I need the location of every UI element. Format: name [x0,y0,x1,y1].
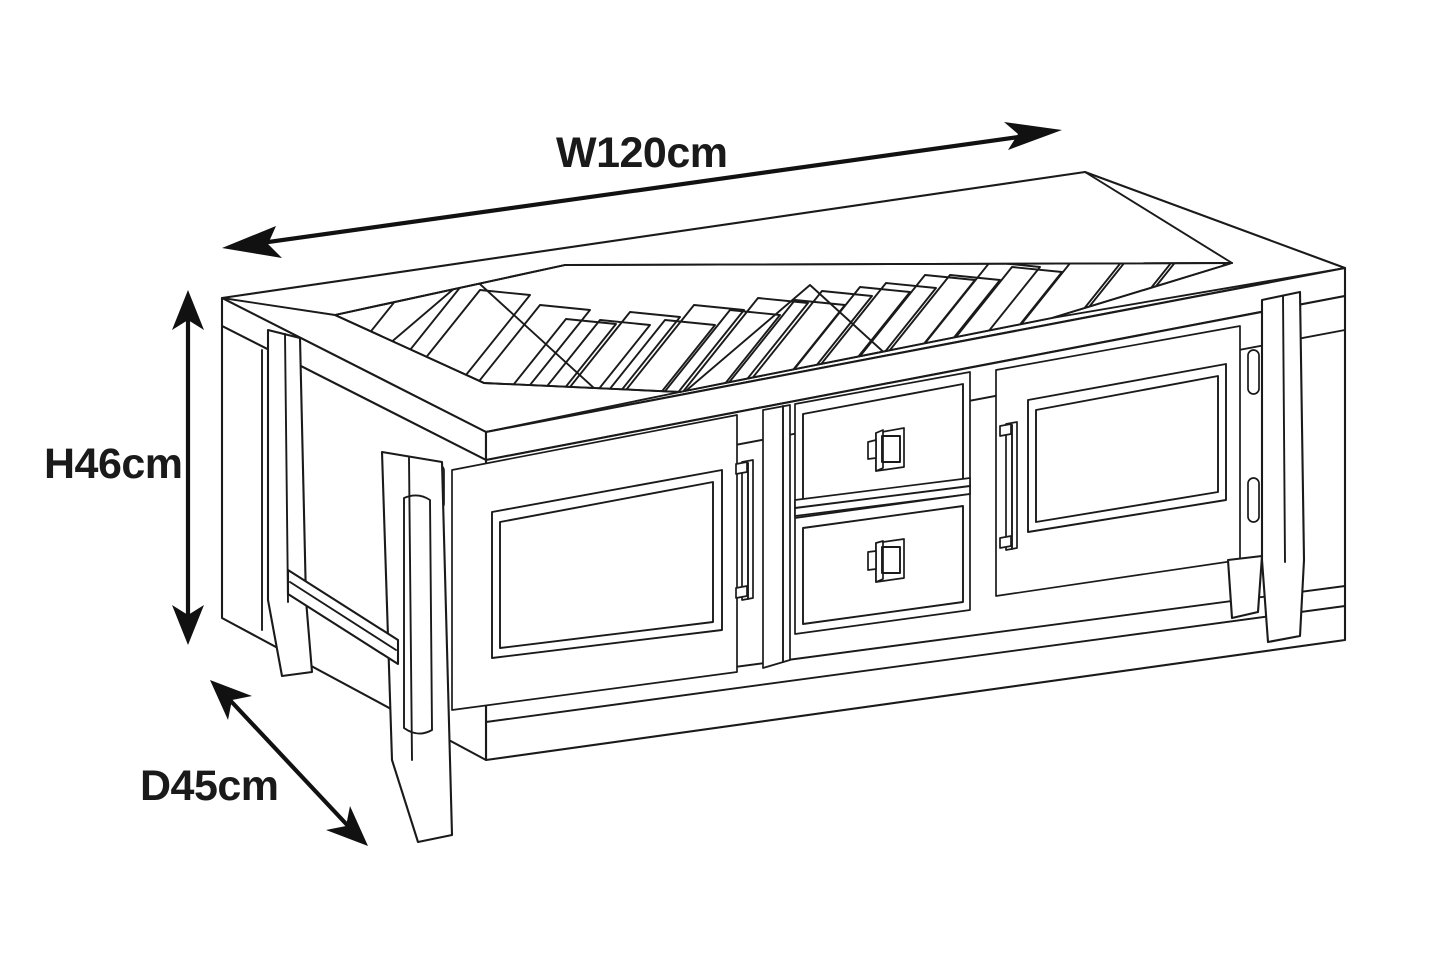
upper-drawer-knob[interactable] [867,427,905,472]
right-door-handle[interactable] [999,421,1018,551]
depth-arrow-lower [326,806,368,846]
depth-arrow-upper [210,680,252,720]
lower-drawer[interactable] [794,493,971,635]
height-dimension [172,290,204,645]
width-dimension-label: W120cm [556,129,727,177]
width-dimension [222,122,1062,258]
lower-drawer-knob[interactable] [867,538,905,583]
width-arrow-right [1004,122,1062,150]
leg-rear-right [1226,554,1264,620]
width-arrow-left [222,226,282,258]
center-divider-stile [762,404,791,669]
leg-front-left [380,450,454,844]
height-arrow-top [172,290,204,330]
right-cupboard-door[interactable] [995,325,1260,597]
depth-dimension [210,680,368,846]
lower-stretcher-rail [286,568,400,666]
height-dimension-label: H46cm [44,440,183,488]
table-top [220,170,1347,462]
depth-dimension-label: D45cm [140,762,279,810]
table-legs [266,290,1306,844]
drawer-bank [794,371,971,635]
left-door-handle[interactable] [735,459,754,601]
height-arrow-bottom [172,605,204,645]
leg-front-right [1260,290,1306,644]
